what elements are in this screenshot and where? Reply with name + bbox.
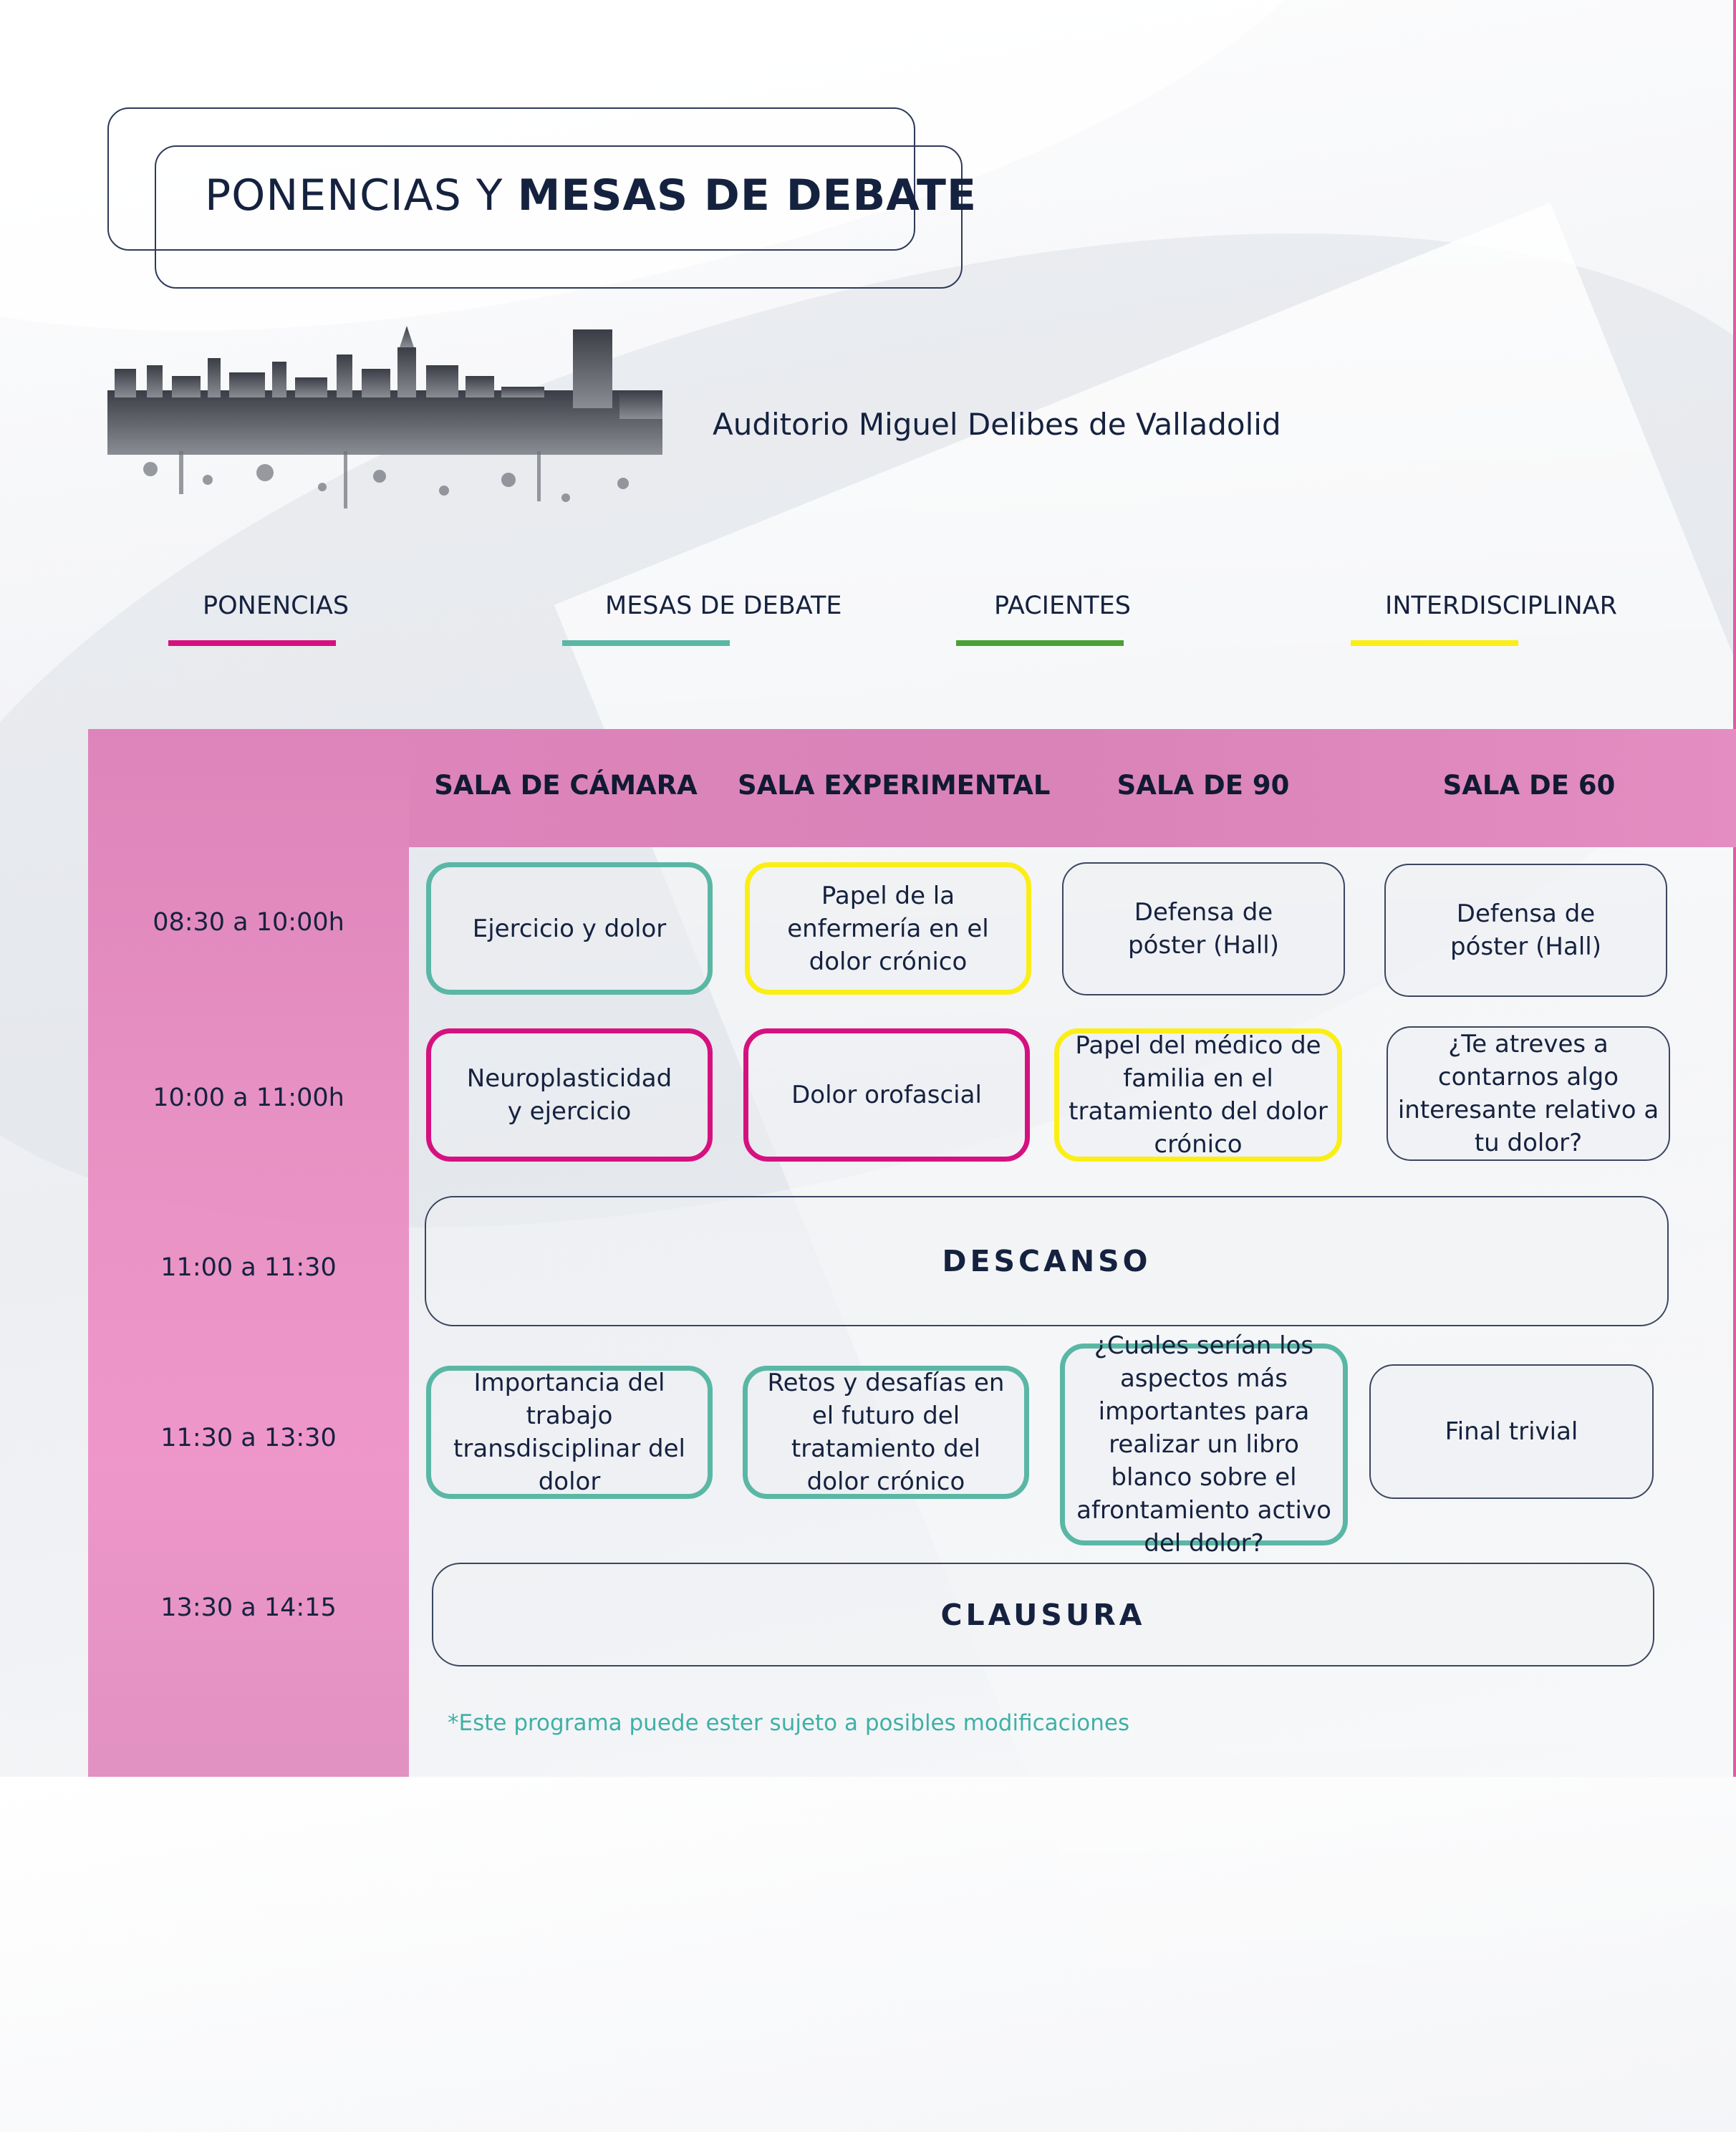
session-card: Dolor orofascial xyxy=(743,1028,1030,1162)
session-title: ¿Cuales serían los aspectos más importan… xyxy=(1076,1331,1331,1558)
page-title: PONENCIAS Y MESAS DE DEBATE xyxy=(205,170,977,221)
disclaimer-note: *Este programa puede ester sujeto a posi… xyxy=(448,1710,1130,1736)
legend-item-ponencias: PONENCIAS xyxy=(168,592,569,646)
closing-label: CLAUSURA xyxy=(940,1597,1146,1632)
session-card: Defensa de póster (Hall) xyxy=(1062,862,1345,995)
session-card: Neuroplasticidad y ejercicio xyxy=(426,1028,713,1162)
break-label: DESCANSO xyxy=(942,1244,1152,1278)
legend-label: INTERDISCIPLINAR xyxy=(1385,592,1617,620)
session-title: ¿Te atreves a contarnos algo interesante… xyxy=(1397,1030,1659,1157)
session-title: Final trivial xyxy=(1445,1417,1578,1446)
title-bold: MESAS DE DEBATE xyxy=(517,170,977,221)
room-header-sala-de-camara: SALA DE CÁMARA xyxy=(434,770,698,801)
background-shape xyxy=(554,202,1736,2132)
session-card: ¿Te atreves a contarnos algo interesante… xyxy=(1387,1026,1670,1161)
room-header-sala-de-60: SALA DE 60 xyxy=(1442,770,1616,801)
legend-item-mesas-de-debate: MESAS DE DEBATE xyxy=(562,592,963,646)
session-title: Defensa de póster (Hall) xyxy=(1450,899,1601,961)
session-card: Final trivial xyxy=(1369,1364,1654,1499)
session-title: Dolor orofascial xyxy=(791,1081,982,1109)
session-card: Papel de la enfermería en el dolor cróni… xyxy=(745,862,1031,995)
session-title: Defensa de póster (Hall) xyxy=(1128,898,1279,960)
session-card: Papel del médico de familia en el tratam… xyxy=(1054,1028,1342,1162)
legend-color-bar xyxy=(956,640,1124,646)
page-edge-line xyxy=(1733,0,1736,1777)
venue-name: Auditorio Miguel Delibes de Valladolid xyxy=(713,407,1281,442)
session-title: Papel del médico de familia en el tratam… xyxy=(1069,1031,1328,1159)
session-card: Retos y desafías en el futuro del tratam… xyxy=(743,1366,1029,1499)
session-title: Importancia del trabajo transdisciplinar… xyxy=(453,1369,685,1496)
room-header-sala-de-90: SALA DE 90 xyxy=(1117,770,1290,801)
time-slot-label: 11:30 a 13:30 xyxy=(160,1424,337,1452)
room-header-sala-experimental: SALA EXPERIMENTAL xyxy=(738,770,1051,801)
legend-label: PACIENTES xyxy=(994,592,1131,620)
legend-item-pacientes: PACIENTES xyxy=(956,592,1357,646)
session-title: Papel de la enfermería en el dolor cróni… xyxy=(787,881,989,976)
legend-color-bar xyxy=(562,640,730,646)
session-card: Importancia del trabajo transdisciplinar… xyxy=(426,1366,713,1499)
title-regular: PONENCIAS Y xyxy=(205,170,518,221)
break-banner: DESCANSO xyxy=(425,1196,1669,1326)
legend-item-interdisciplinar: INTERDISCIPLINAR xyxy=(1351,592,1736,646)
title-frame-back xyxy=(107,107,915,251)
legend-color-bar xyxy=(168,640,336,646)
time-slot-label: 08:30 a 10:00h xyxy=(153,908,344,937)
session-title: Neuroplasticidad y ejercicio xyxy=(466,1064,672,1126)
session-title: Retos y desafías en el futuro del tratam… xyxy=(767,1369,1005,1496)
session-card: ¿Cuales serían los aspectos más importan… xyxy=(1060,1331,1348,1558)
time-slot-label: 10:00 a 11:00h xyxy=(153,1084,344,1112)
city-skyline-illustration xyxy=(107,326,662,508)
legend-label: MESAS DE DEBATE xyxy=(605,592,842,620)
session-title: Ejercicio y dolor xyxy=(472,914,667,943)
time-column xyxy=(88,729,409,1777)
legend-label: PONENCIAS xyxy=(203,592,349,620)
session-card: Ejercicio y dolor xyxy=(426,862,713,995)
closing-banner: CLAUSURA xyxy=(432,1563,1654,1666)
session-card: Defensa de póster (Hall) xyxy=(1384,864,1667,997)
title-frame-front xyxy=(155,145,963,289)
time-slot-label: 11:00 a 11:30 xyxy=(160,1253,337,1282)
time-slot-label: 13:30 a 14:15 xyxy=(160,1593,337,1622)
legend-color-bar xyxy=(1351,640,1518,646)
room-header-band xyxy=(409,729,1736,847)
